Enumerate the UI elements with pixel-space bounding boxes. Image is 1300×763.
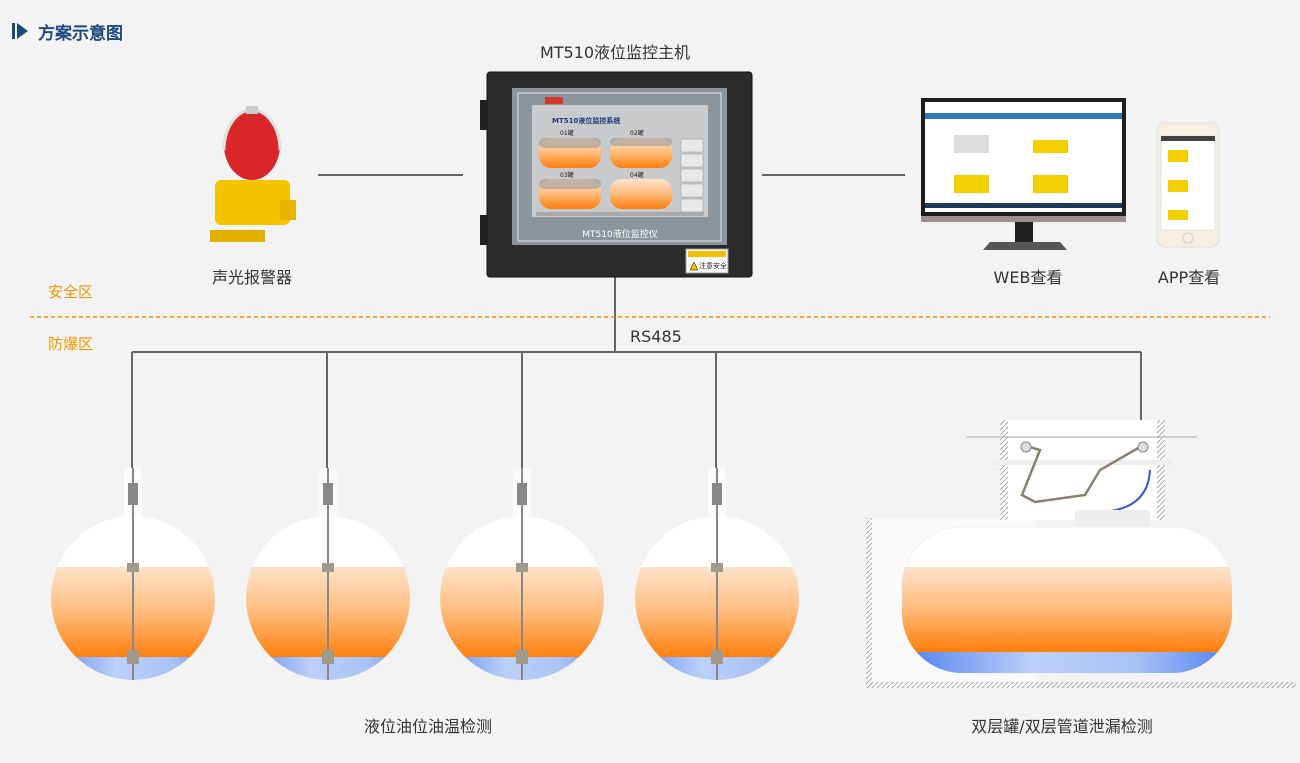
screen-tank-1-label: 01罐: [560, 130, 574, 137]
screen-tank-3-label: 03罐: [560, 172, 574, 179]
screen-title: MT510液位监控系统: [552, 117, 621, 125]
app-label: APP查看: [1157, 268, 1221, 287]
warning-label: 注意安全: [699, 262, 727, 270]
alarm-label: 声光报警器: [211, 268, 293, 287]
leak-detection-label: 双层罐/双层管道泄漏检测: [971, 717, 1153, 736]
rs485-label: RS485: [630, 327, 682, 346]
double-wall-tank: [866, 420, 1296, 688]
alarm-device: [210, 106, 296, 242]
controller-title: MT510液位监控主机: [539, 43, 691, 62]
tank-3: [440, 468, 604, 680]
web-monitor: [921, 98, 1126, 250]
safe-zone-label: 安全区: [48, 283, 94, 301]
tank-4: [635, 468, 799, 680]
explosion-proof-zone-label: 防爆区: [48, 335, 94, 353]
play-triangle-icon: [12, 23, 29, 39]
page-title: 方案示意图: [38, 24, 123, 44]
screen-tanks: [539, 138, 672, 209]
screen-tank-2-label: 02罐: [630, 130, 644, 137]
tank-1: [51, 468, 215, 680]
connection-lines: [131, 174, 1142, 468]
tank-detection-label: 液位油位油温检测: [363, 717, 493, 736]
app-phone: [1156, 122, 1220, 248]
bezel-label: MT510液位监控仪: [582, 230, 658, 240]
tank-2: [246, 468, 410, 680]
screen-tank-4-label: 04罐: [630, 172, 644, 179]
controller-device: [480, 71, 753, 278]
web-label: WEB查看: [993, 268, 1063, 287]
